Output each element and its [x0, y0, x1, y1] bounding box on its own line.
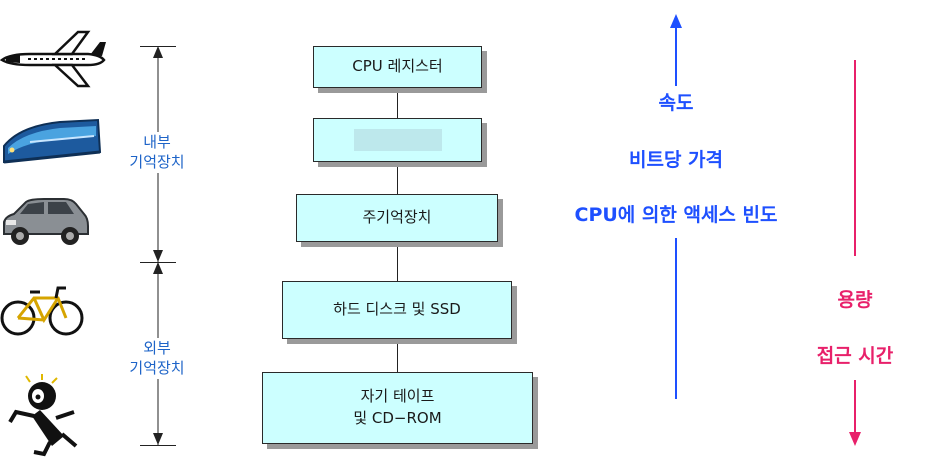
bicycle-icon [0, 286, 84, 336]
level-cache-blank [313, 118, 482, 162]
internal-memory-line1: 내부 [143, 133, 171, 151]
access-time-label: 접근 시간 [816, 345, 894, 367]
down-arrow [849, 60, 861, 446]
price-per-bit-label: 비트당 가격 [628, 149, 723, 171]
external-memory-line2: 기억장치 [129, 359, 185, 378]
level-cache-mask [353, 129, 442, 151]
level-main-memory-label: 주기억장치 [362, 208, 432, 227]
level-tape-cdrom-line2: 및 CD−ROM [353, 409, 442, 427]
connector-4 [397, 338, 398, 372]
car-icon [3, 198, 89, 245]
level-tape-cdrom-line1: 자기 테이프 [360, 387, 435, 406]
level-hdd-ssd: 하드 디스크 및 SSD [282, 281, 512, 339]
connector-2 [397, 162, 398, 194]
capacity-label: 용량 [837, 289, 873, 311]
speed-label: 속도 [658, 92, 694, 114]
level-cpu-registers-label: CPU 레지스터 [352, 57, 443, 76]
cpu-access-frequency-label: CPU에 의한 액세스 빈도 [574, 204, 778, 226]
bracket-bottom-tick [140, 445, 176, 446]
internal-memory-line2: 기억장치 [129, 153, 185, 172]
external-memory-line1: 외부 [143, 339, 171, 357]
up-arrow [670, 14, 682, 399]
level-cpu-registers: CPU 레지스터 [313, 46, 482, 88]
level-tape-cdrom: 자기 테이프 및 CD−ROM [262, 372, 533, 444]
level-main-memory: 주기억장치 [296, 194, 498, 242]
external-memory-label: 외부 기억장치 [107, 338, 207, 379]
connector-1 [397, 88, 398, 118]
connector-3 [397, 241, 398, 281]
airplane-icon [0, 30, 106, 88]
train-icon [3, 118, 102, 164]
level-hdd-ssd-label: 하드 디스크 및 SSD [333, 300, 461, 319]
running-person-icon [8, 374, 78, 457]
internal-memory-label: 내부 기억장치 [107, 132, 207, 173]
